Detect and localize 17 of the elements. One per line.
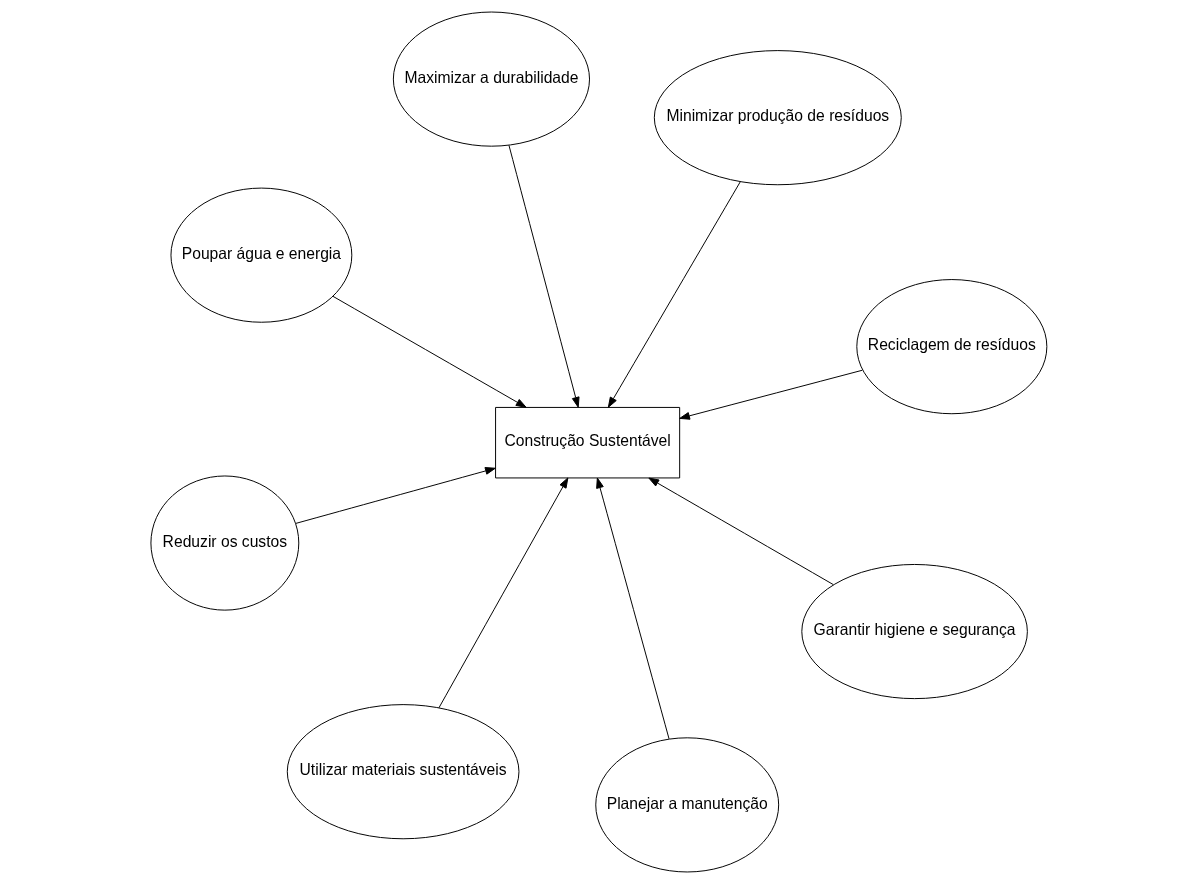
node-circle: Reduzir os custos xyxy=(149,475,299,611)
arrow xyxy=(332,295,527,408)
arrow xyxy=(647,477,834,586)
arrow xyxy=(437,477,568,709)
node-ellipse: Poupar água e energia xyxy=(169,187,352,323)
node-ellipse: Utilizar materiais sustentáveis xyxy=(286,704,519,840)
node-ellipse: Reciclagem de resíduos xyxy=(855,279,1047,415)
node-box: Construção Sustentável xyxy=(494,406,680,479)
node-ellipse: Minimizar produção de resíduos xyxy=(653,50,902,186)
arrow xyxy=(607,181,741,408)
node-ellipse: Maximizar a durabilidade xyxy=(392,11,590,147)
arrow xyxy=(508,144,580,408)
arrow xyxy=(678,369,863,420)
node-ellipse: Garantir higiene e segurança xyxy=(800,563,1028,700)
node-ellipse: Planejar a manutenção xyxy=(594,737,779,873)
arrow xyxy=(294,467,496,524)
arrow xyxy=(595,477,670,740)
